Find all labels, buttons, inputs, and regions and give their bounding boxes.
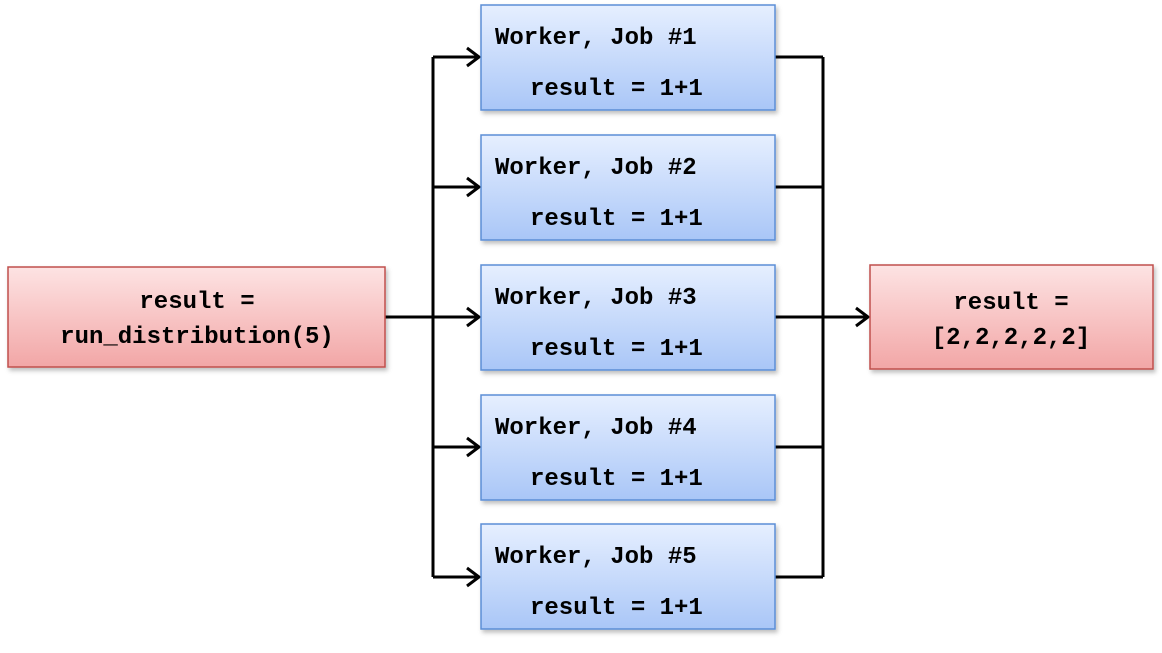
worker-box: Worker, Job #3 result = 1+1 — [480, 264, 776, 371]
connectors — [385, 46, 871, 588]
output-box-line2: [2,2,2,2,2] — [932, 325, 1090, 352]
worker-title: Worker, Job #3 — [495, 285, 697, 312]
input-box: result = run_distribution(5) — [7, 266, 386, 368]
input-box-line2: run_distribution(5) — [60, 324, 334, 351]
worker-title: Worker, Job #4 — [495, 415, 697, 442]
worker-code: result = 1+1 — [530, 595, 703, 622]
output-box: result = [2,2,2,2,2] — [869, 264, 1154, 370]
worker-code: result = 1+1 — [530, 76, 703, 103]
worker-code: result = 1+1 — [530, 466, 703, 493]
arrow-head-icon — [466, 436, 482, 458]
worker-code: result = 1+1 — [530, 206, 703, 233]
worker-title: Worker, Job #1 — [495, 25, 697, 52]
input-box-line1: result = — [139, 289, 254, 316]
worker-box: Worker, Job #4 result = 1+1 — [480, 394, 776, 501]
arrow-head-icon — [466, 566, 482, 588]
worker-box: Worker, Job #1 result = 1+1 — [480, 4, 776, 111]
worker-title: Worker, Job #2 — [495, 155, 697, 182]
arrow-head-icon — [466, 46, 482, 68]
arrow-head-icon — [466, 176, 482, 198]
output-box-line1: result = — [953, 290, 1068, 317]
worker-code: result = 1+1 — [530, 336, 703, 363]
worker-box: Worker, Job #5 result = 1+1 — [480, 523, 776, 630]
arrow-head-icon — [855, 306, 871, 328]
arrow-head-icon — [466, 306, 482, 328]
worker-box: Worker, Job #2 result = 1+1 — [480, 134, 776, 241]
worker-title: Worker, Job #5 — [495, 544, 697, 571]
